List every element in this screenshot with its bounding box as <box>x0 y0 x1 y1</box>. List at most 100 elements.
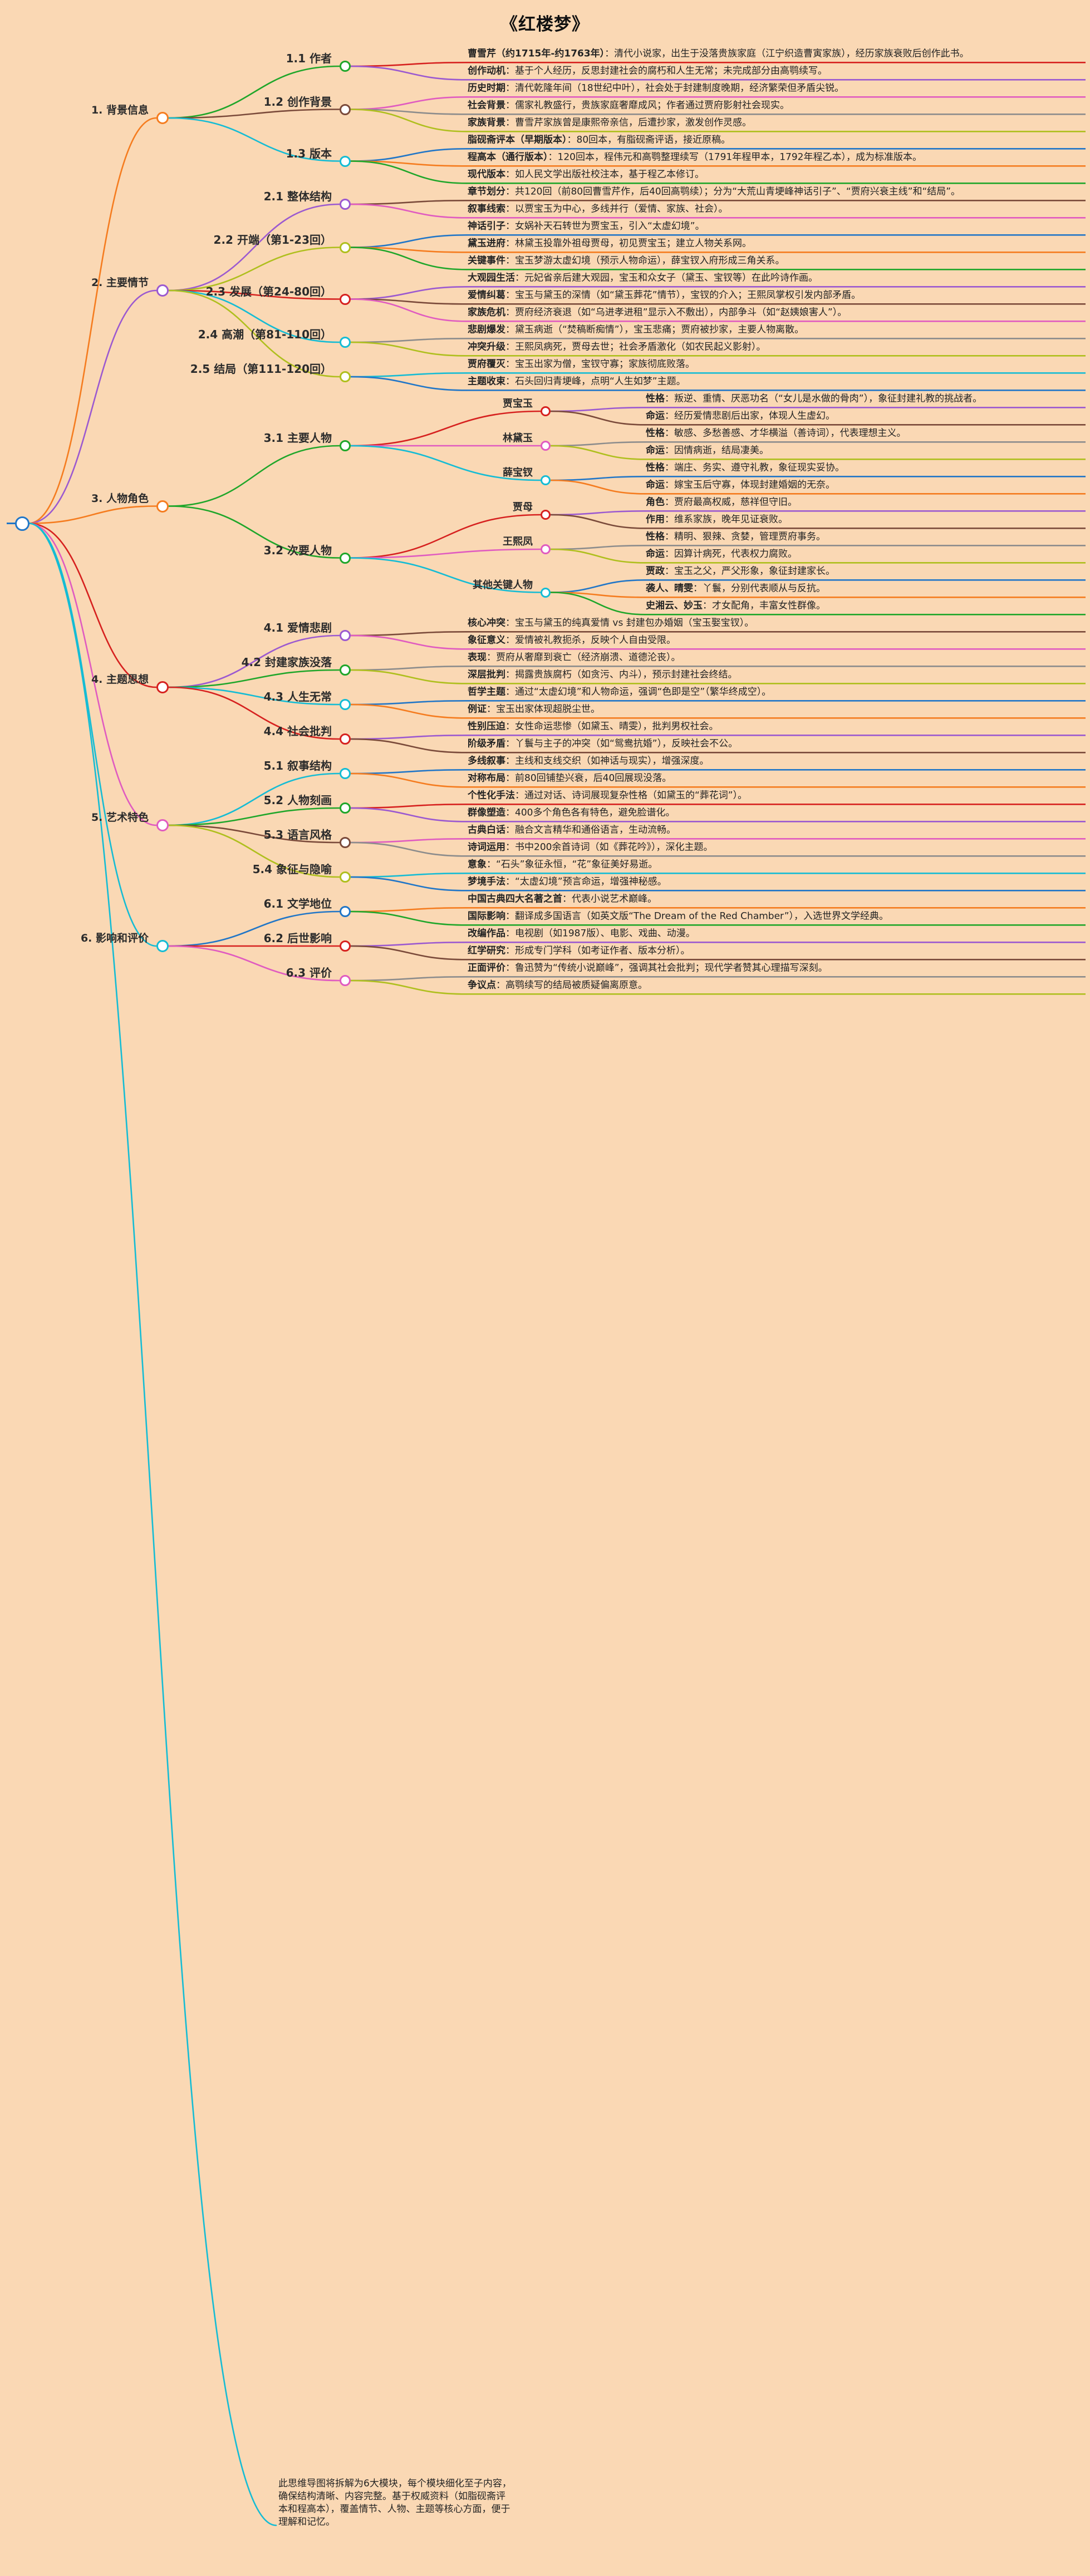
node-label[interactable]: 2. 主要情节 <box>91 277 149 289</box>
node-dot[interactable] <box>340 552 351 564</box>
node-dot[interactable] <box>156 500 169 513</box>
node-dot[interactable] <box>156 940 169 952</box>
leaf-title: 作用 <box>646 514 665 525</box>
leaf-title: 曹雪芹（约1715年-约1763年） <box>468 48 605 60</box>
leaf-title: 性格 <box>646 462 665 474</box>
node-label[interactable]: 2.2 开端（第1-23回） <box>213 233 332 247</box>
node-dot[interactable] <box>340 371 351 382</box>
leaf-text: 性格：端庄、务实、遵守礼教，象征现实妥协。 <box>646 462 844 474</box>
node-label[interactable]: 5.1 叙事结构 <box>263 759 332 772</box>
leaf-text: 正面评价：鲁迅赞为“传统小说巅峰”，强调其社会批判；现代学者赞其心理描写深刻。 <box>468 962 828 974</box>
node-dot[interactable] <box>340 293 351 305</box>
node-label[interactable]: 5.3 语言风格 <box>263 828 332 841</box>
node-label[interactable]: 3.2 次要人物 <box>263 543 332 557</box>
leaf-text: 改编作品：电视剧（如1987版）、电影、戏曲、动漫。 <box>468 928 695 939</box>
leaf-text: 对称布局：前80回铺垫兴衰，后40回展现没落。 <box>468 772 672 784</box>
node-label[interactable]: 2.5 结局（第111-120回） <box>190 362 332 376</box>
node-label[interactable]: 贾母 <box>513 501 533 514</box>
leaf-text: 曹雪芹（约1715年-约1763年）：清代小说家，出生于没落贵族家庭（江宁织造曹… <box>468 48 969 60</box>
node-label[interactable]: 薛宝钗 <box>503 467 533 479</box>
node-label[interactable]: 王熙凤 <box>503 536 533 548</box>
node-dot[interactable] <box>340 155 351 167</box>
node-dot[interactable] <box>541 544 551 554</box>
node-dot[interactable] <box>340 906 351 917</box>
leaf-text: 叙事线索：以贾宝玉为中心，多线并行（爱情、家族、社会）。 <box>468 203 728 215</box>
node-dot[interactable] <box>340 242 351 253</box>
node-label[interactable]: 其他关键人物 <box>473 579 533 591</box>
leaf-title: 悲剧爆发 <box>468 324 505 336</box>
node-dot[interactable] <box>340 630 351 641</box>
node-label[interactable]: 2.4 高潮（第81-110回） <box>198 328 332 341</box>
leaf-text: 命运：因情病逝，结局凄美。 <box>646 445 769 456</box>
leaf-text: 大观园生活：元妃省亲后建大观园，宝玉和众女子（黛玉、宝钗等）在此吟诗作画。 <box>468 272 818 284</box>
node-dot[interactable] <box>541 475 551 485</box>
leaf-text: 国际影响：翻译成多国语言（如英文版“The Dream of the Red C… <box>468 910 889 922</box>
node-label[interactable]: 1.1 作者 <box>286 52 332 65</box>
node-label[interactable]: 5.2 人物刻画 <box>263 794 332 807</box>
node-label[interactable]: 2.3 发展（第24-80回） <box>205 284 332 298</box>
leaf-title: 中国古典四大名著之首 <box>468 893 562 905</box>
node-label[interactable]: 林黛玉 <box>503 432 533 445</box>
leaf-title: 冲突升级 <box>468 341 505 353</box>
node-dot[interactable] <box>156 819 169 831</box>
node-dot[interactable] <box>541 587 551 598</box>
node-dot[interactable] <box>340 871 351 883</box>
node-dot[interactable] <box>340 104 351 115</box>
node-label[interactable]: 6.3 评价 <box>286 966 332 979</box>
node-label[interactable]: 4. 主题思想 <box>91 673 149 686</box>
node-dot[interactable] <box>340 802 351 814</box>
node-dot[interactable] <box>156 284 169 297</box>
leaf-text: 深层批判：揭露贵族腐朽（如贪污、内斗），预示封建社会终结。 <box>468 669 738 681</box>
leaf-title: 神话引子 <box>468 220 505 232</box>
node-dot[interactable] <box>156 112 169 124</box>
leaf-title: 现代版本 <box>468 169 505 180</box>
node-label[interactable]: 3. 人物角色 <box>91 492 149 505</box>
leaf-title: 命运 <box>646 548 665 560</box>
node-label[interactable]: 4.1 爱情悲剧 <box>263 621 332 634</box>
node-label[interactable]: 3.1 主要人物 <box>263 431 332 445</box>
node-dot[interactable] <box>340 940 351 952</box>
leaf-text: 中国古典四大名著之首：代表小说艺术巅峰。 <box>468 893 657 905</box>
node-label[interactable]: 1.2 创作背景 <box>263 95 332 109</box>
node-dot[interactable] <box>15 516 30 531</box>
node-dot[interactable] <box>340 440 351 451</box>
node-label[interactable]: 6.2 后世影响 <box>263 932 332 945</box>
node-label[interactable]: 1.3 版本 <box>286 146 332 160</box>
node-dot[interactable] <box>541 406 551 416</box>
leaf-title: 对称布局 <box>468 772 505 784</box>
node-label[interactable]: 6. 影响和评价 <box>80 932 149 945</box>
node-label[interactable]: 6.1 文学地位 <box>263 897 332 910</box>
node-dot[interactable] <box>340 337 351 348</box>
node-label[interactable]: 4.4 社会批判 <box>263 725 332 738</box>
leaf-title: 爱情纠葛 <box>468 289 505 301</box>
node-dot[interactable] <box>340 664 351 676</box>
node-dot[interactable] <box>340 837 351 848</box>
node-label[interactable]: 4.2 封建家族没落 <box>241 656 332 669</box>
leaf-text: 创作动机：基于个人经历，反思封建社会的腐朽和人生无常；未完成部分由高鹗续写。 <box>468 65 827 77</box>
leaf-title: 命运 <box>646 410 665 422</box>
leaf-title: 大观园生活 <box>468 272 515 284</box>
leaf-title: 关键事件 <box>468 255 505 267</box>
node-dot[interactable] <box>340 699 351 710</box>
node-dot[interactable] <box>340 975 351 986</box>
leaf-title: 象征意义 <box>468 634 505 646</box>
node-dot[interactable] <box>340 199 351 210</box>
node-dot[interactable] <box>541 441 551 451</box>
node-label[interactable]: 4.3 人生无常 <box>263 690 332 703</box>
node-dot[interactable] <box>156 681 169 693</box>
leaf-title: 改编作品 <box>468 928 505 939</box>
node-label[interactable]: 1. 背景信息 <box>91 104 149 117</box>
leaf-text: 表现：贾府从奢靡到衰亡（经济崩溃、道德沦丧）。 <box>468 652 681 663</box>
leaf-text: 社会背景：儒家礼教盛行，贵族家庭奢靡成风；作者通过贾府影射社会现实。 <box>468 100 789 111</box>
leaf-title: 历史时期 <box>468 82 505 94</box>
node-dot[interactable] <box>541 510 551 520</box>
leaf-text: 个性化手法：通过对话、诗词展现复杂性格（如黛玉的“葬花词”）。 <box>468 790 748 801</box>
node-dot[interactable] <box>340 768 351 779</box>
node-label[interactable]: 5. 艺术特色 <box>91 811 149 824</box>
node-label[interactable]: 2.1 整体结构 <box>263 190 332 203</box>
node-label[interactable]: 贾宝玉 <box>503 398 533 410</box>
node-dot[interactable] <box>340 61 351 72</box>
node-dot[interactable] <box>340 733 351 745</box>
node-label[interactable]: 5.4 象征与隐喻 <box>252 863 332 876</box>
leaf-text: 历史时期：清代乾隆年间（18世纪中叶），社会处于封建制度晚期，经济繁荣但矛盾尖锐… <box>468 82 844 94</box>
